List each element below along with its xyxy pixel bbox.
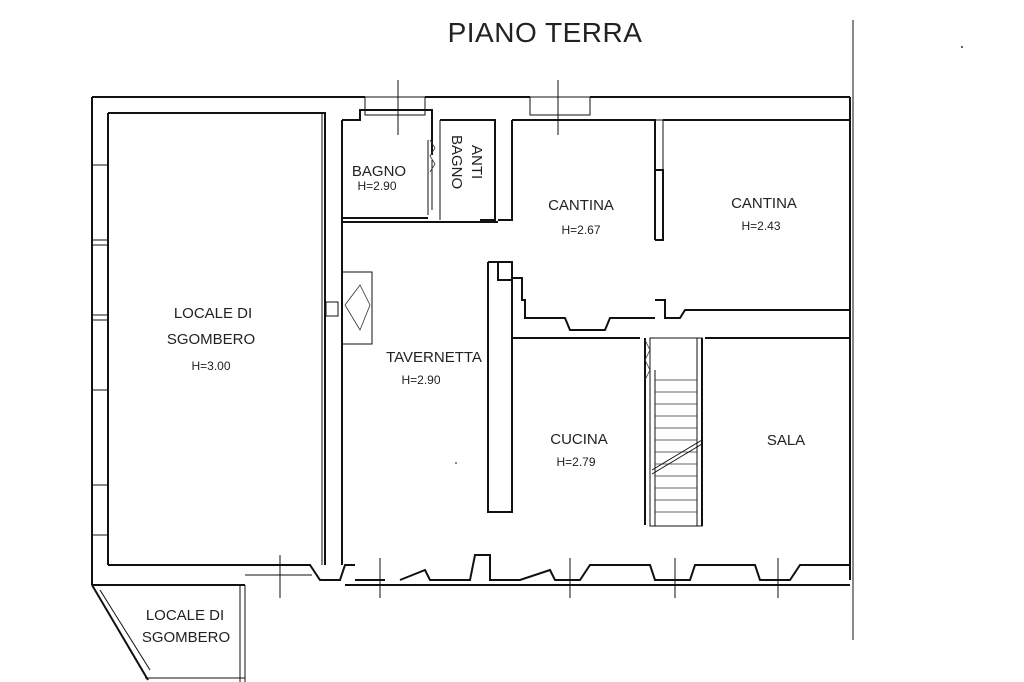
- room-height: H=3.00: [191, 359, 230, 373]
- room-tavernetta: TAVERNETTA H=2.90: [386, 349, 482, 387]
- room-label-line1: LOCALE DI: [146, 607, 224, 624]
- room-label-line2: BAGNO: [448, 135, 465, 189]
- staircase: [649, 337, 703, 527]
- room-label: SALA: [767, 432, 805, 449]
- room-label-line1: LOCALE DI: [174, 305, 252, 322]
- room-cantina-2: CANTINA H=2.43: [731, 195, 797, 233]
- room-label: CANTINA: [548, 197, 614, 214]
- tavernetta-walls: [325, 218, 513, 565]
- room-cantina-1: CANTINA H=2.67: [548, 197, 614, 237]
- room-sala: SALA: [767, 432, 805, 449]
- room-label: CUCINA: [550, 431, 608, 448]
- room-label-line2: SGOMBERO: [142, 629, 230, 646]
- room-label: TAVERNETTA: [386, 349, 482, 366]
- room-cucina: CUCINA H=2.79: [550, 431, 608, 469]
- room-height: H=2.90: [401, 373, 440, 387]
- plan-title: PIANO TERRA: [448, 17, 643, 48]
- cucina-walls: [511, 337, 651, 525]
- room-anti-bagno: ANTI BAGNO: [448, 135, 485, 189]
- room-label-line2: SGOMBERO: [167, 331, 255, 348]
- stray-mark: [961, 46, 963, 48]
- sala-walls: [701, 337, 850, 526]
- room-bagno: BAGNO H=2.90: [352, 163, 406, 193]
- room-label: BAGNO: [352, 163, 406, 180]
- room-height: H=2.79: [556, 455, 595, 469]
- room-height: H=2.67: [561, 223, 600, 237]
- locale-sgombero-small-walls: [91, 584, 246, 682]
- room-label-line1: ANTI: [468, 145, 485, 179]
- locale-sgombero-walls: [108, 112, 326, 565]
- cantina-1-walls: [498, 119, 850, 331]
- room-locale-sgombero-main: LOCALE DI SGOMBERO H=3.00: [167, 305, 255, 373]
- room-locale-sgombero-small: LOCALE DI SGOMBERO: [142, 607, 230, 646]
- room-label: CANTINA: [731, 195, 797, 212]
- cantina-2-walls: [655, 119, 850, 170]
- anti-bagno-walls: [439, 119, 496, 221]
- room-height: H=2.43: [741, 219, 780, 233]
- room-height: H=2.90: [357, 179, 396, 193]
